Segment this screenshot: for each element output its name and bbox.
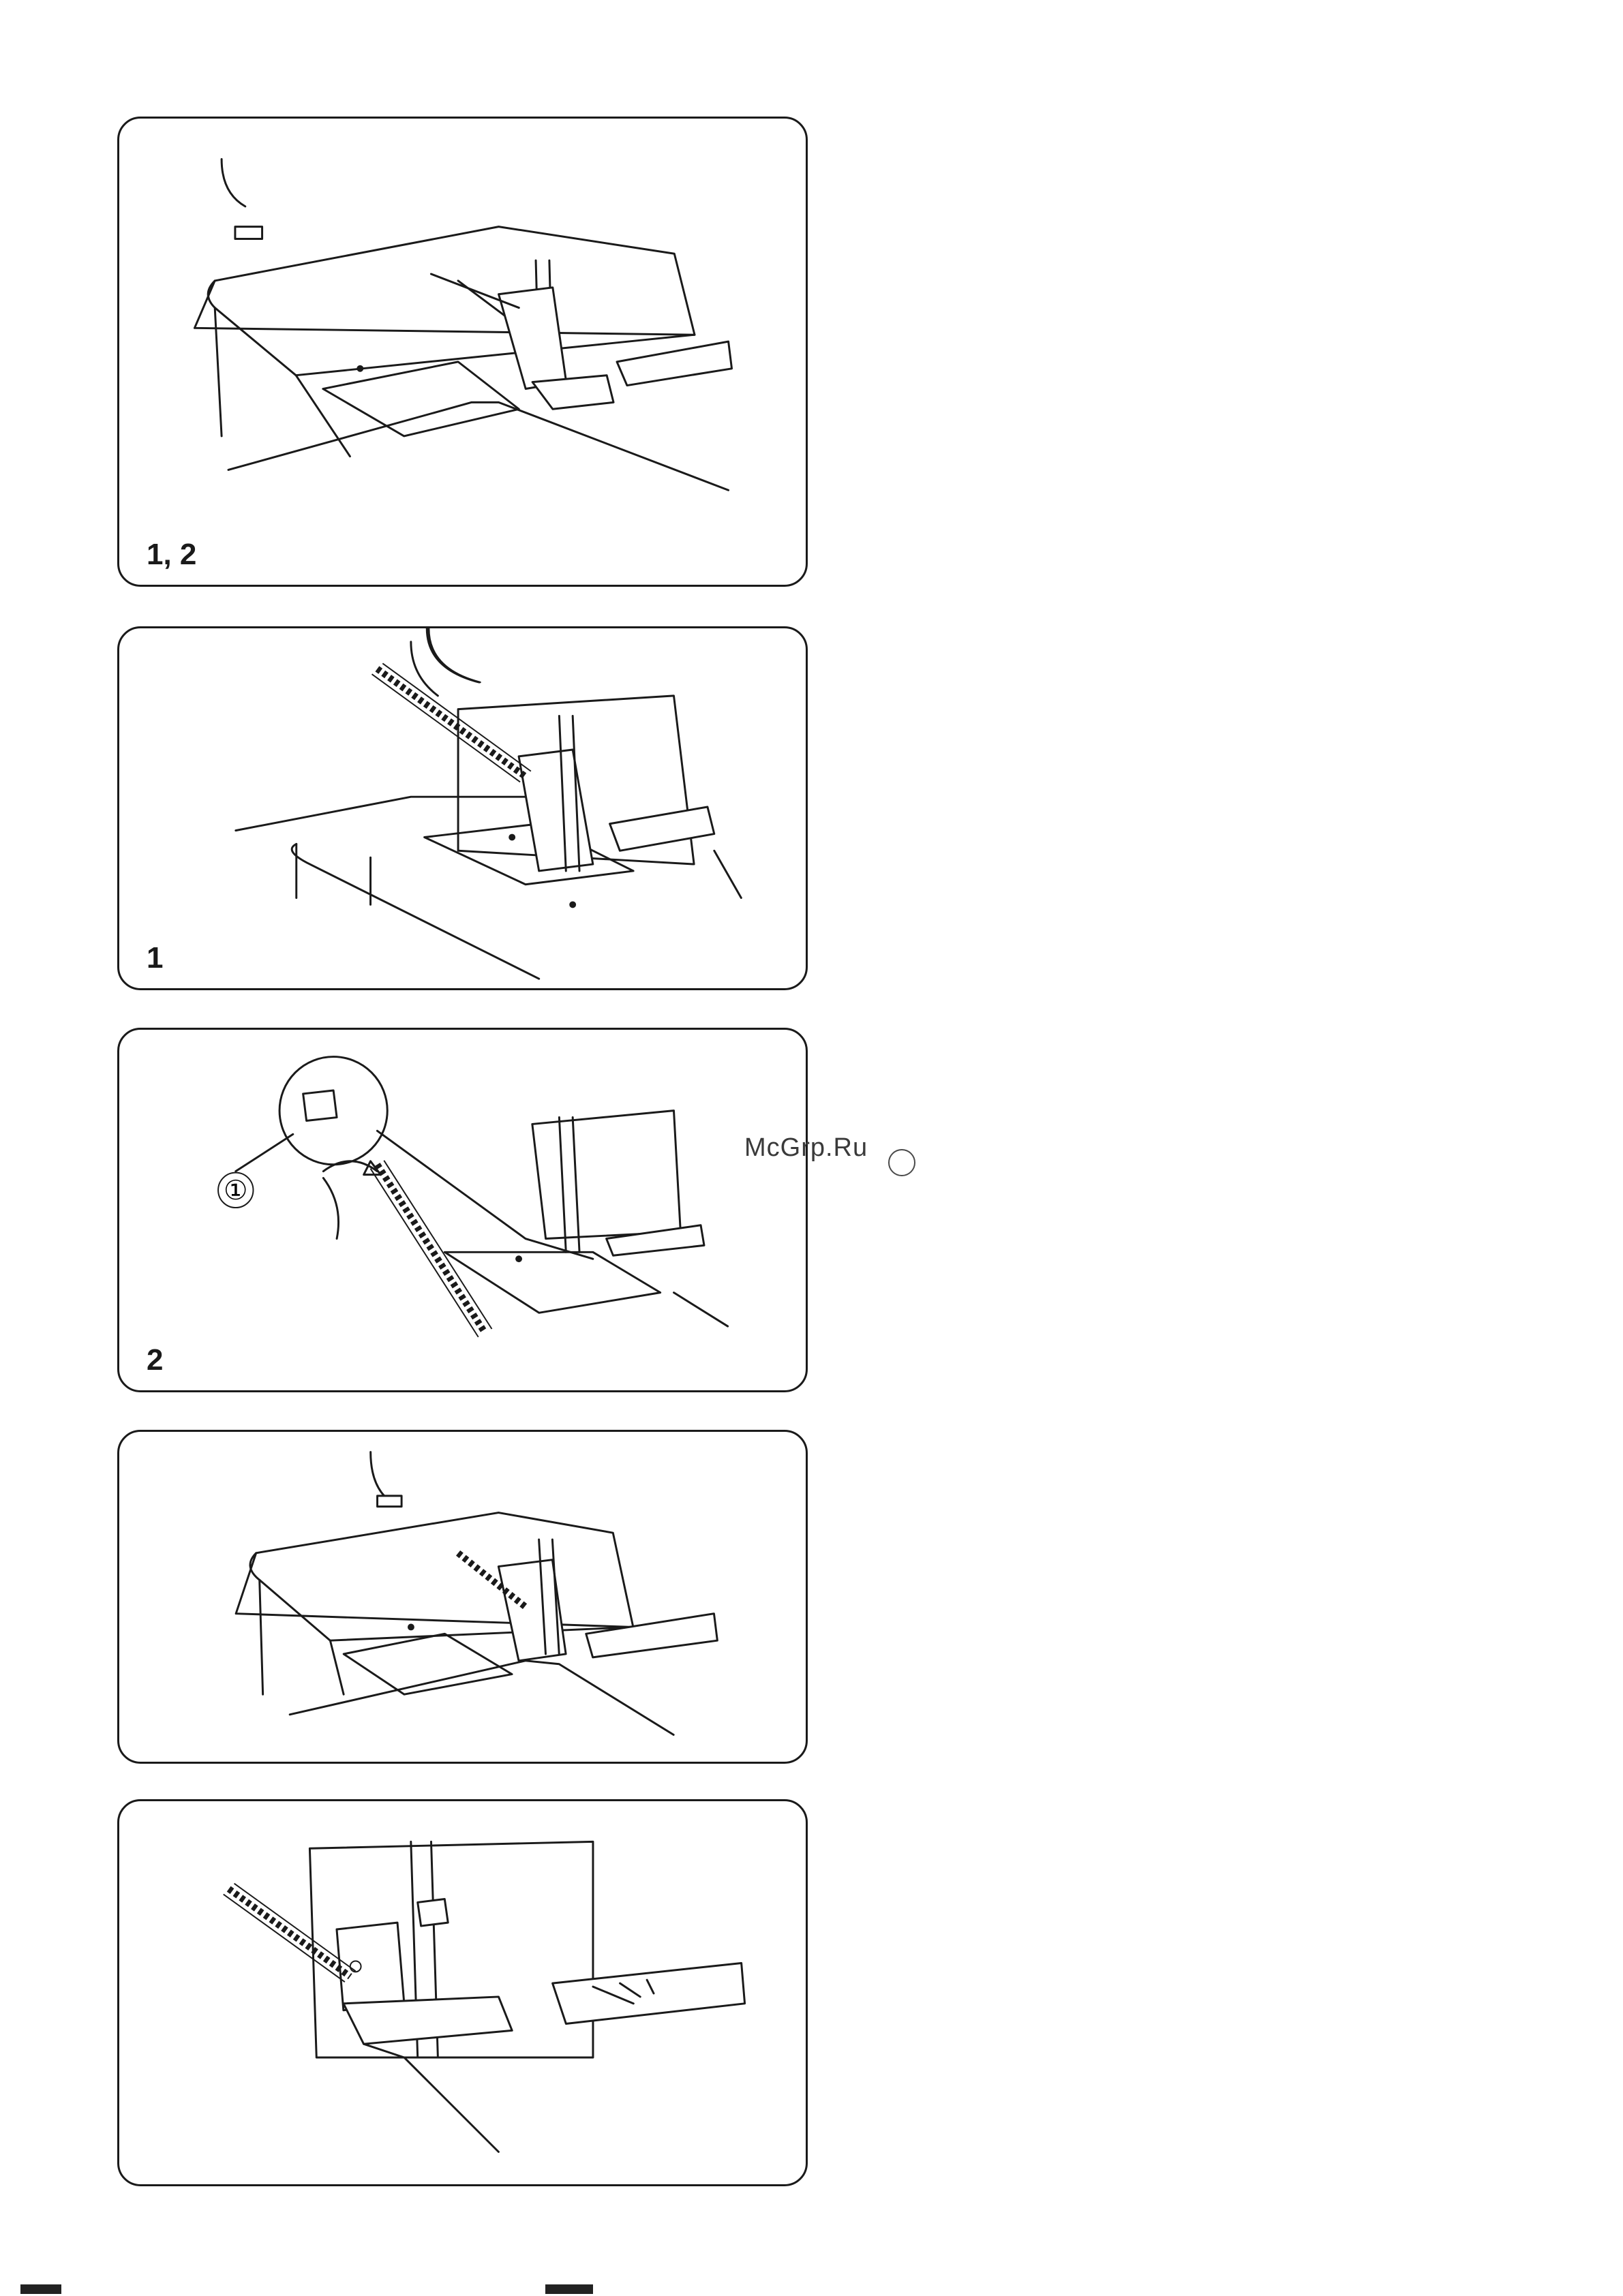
circle-mark-icon (888, 1149, 915, 1176)
figure-panel-3: ① 2 (117, 1028, 808, 1392)
figure-panel-5 (117, 1799, 808, 2186)
figure-label: 2 (147, 1345, 163, 1375)
sewing-machine-illustration (119, 1432, 806, 1762)
footer-mark (20, 2284, 61, 2294)
sewing-machine-illustration (119, 1801, 806, 2184)
figure-label: 1 (147, 943, 163, 973)
figure-label: 1, 2 (147, 540, 196, 570)
sewing-machine-illustration (119, 119, 806, 585)
watermark-text: McGrp.Ru (744, 1133, 868, 1163)
callout-number: ① (224, 1175, 247, 1206)
figure-panel-2: 1 (117, 626, 808, 990)
figure-panel-1: 1, 2 (117, 117, 808, 587)
footer-mark (545, 2284, 593, 2294)
sewing-machine-illustration (119, 628, 806, 988)
figure-panel-4 (117, 1430, 808, 1764)
sewing-machine-illustration: ① (119, 1030, 806, 1390)
